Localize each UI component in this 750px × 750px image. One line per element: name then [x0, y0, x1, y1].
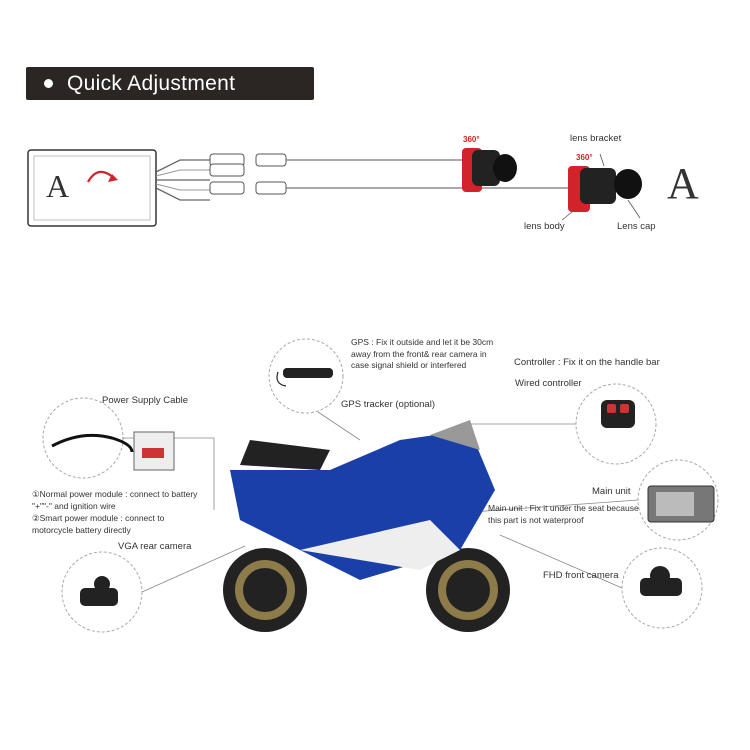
fhd-front-camera-label: FHD front camera — [543, 570, 619, 581]
vga-rear-camera-label: VGA rear camera — [118, 541, 192, 552]
controller-note-label: Controller : Fix it on the handle bar — [514, 357, 660, 368]
rotate-degree-right: 360° — [576, 153, 593, 162]
connector-pair-top — [209, 153, 287, 167]
big-glyph: A — [667, 159, 699, 208]
power-note-2-label: ②Smart power module : connect to motorcy… — [32, 513, 165, 535]
main-unit-label: Main unit — [592, 486, 631, 497]
lens-bracket-label: lens bracket — [570, 133, 622, 144]
left-lens-camera-icon — [462, 148, 517, 192]
wired-controller-label: Wired controller — [515, 378, 582, 389]
main-unit-icon — [647, 485, 715, 523]
fhd-front-camera-icon — [640, 566, 682, 596]
main-unit-note-label: Main unit : Fix it under the seat becaus… — [488, 503, 639, 525]
wired-controller-icon — [601, 400, 635, 428]
power-note-1-label: ①Normal power module : connect to batter… — [32, 489, 198, 511]
section-header: Quick Adjustment — [26, 67, 314, 100]
lens-cap-label: Lens cap — [617, 221, 656, 232]
right-lens-camera-icon — [568, 166, 642, 212]
rotate-degree-left: 360° — [463, 135, 480, 144]
section-title: Quick Adjustment — [67, 71, 236, 95]
adjustment-diagram — [27, 148, 642, 227]
gps-tracker-label: GPS tracker (optional) — [341, 399, 435, 410]
bullet-dot — [44, 79, 53, 88]
gps-note-label: GPS : Fix it outside and let it be 30cm … — [351, 337, 494, 370]
gps-device-icon — [276, 368, 333, 387]
motorcycle-illustration — [223, 420, 510, 632]
connector-pair-middle — [209, 163, 245, 177]
battery-icon — [133, 431, 175, 471]
power-cable-icon — [51, 433, 134, 453]
connector-pair-bottom — [209, 181, 287, 195]
vga-rear-camera-icon — [80, 576, 118, 606]
lens-body-label: lens body — [524, 221, 565, 232]
install-diagram — [42, 338, 719, 633]
monitor-glyph: A — [46, 168, 70, 204]
power-cable-label: Power Supply Cable — [102, 395, 189, 406]
